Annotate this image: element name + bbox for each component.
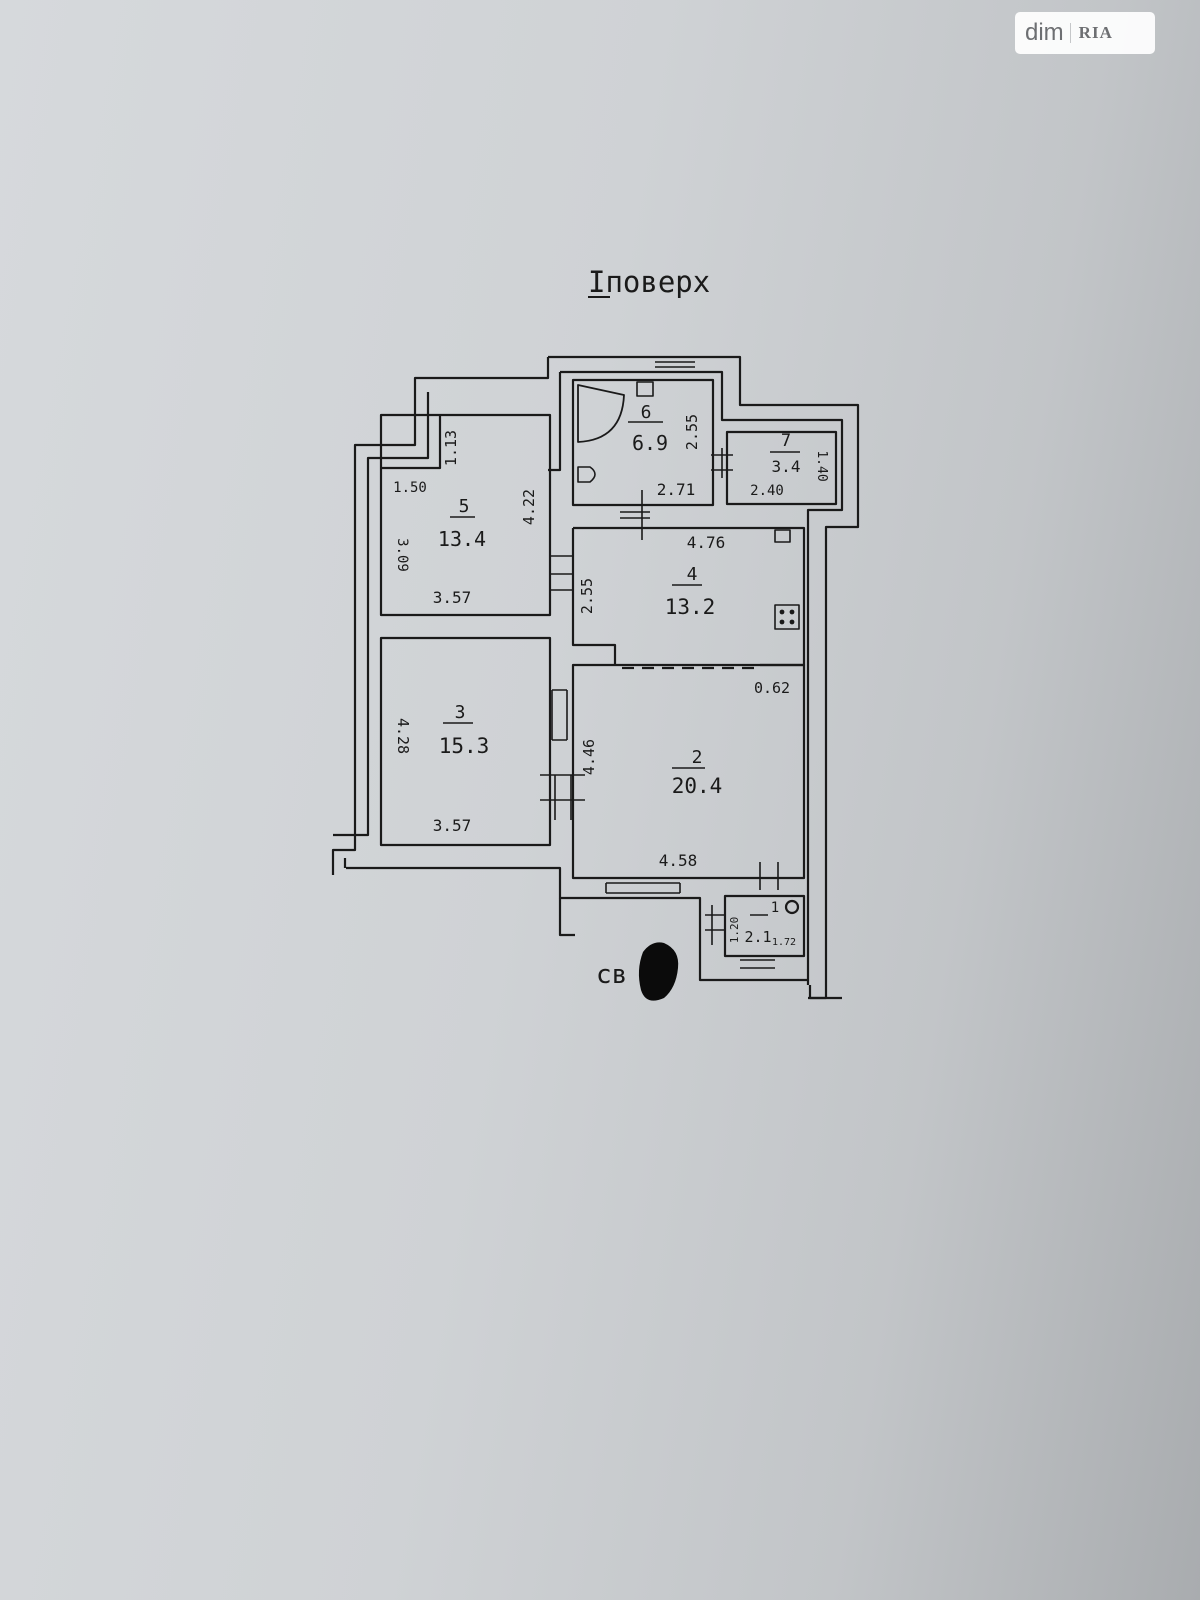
room-2-dim-width: 4.58	[659, 851, 698, 870]
room-6-number: 6	[641, 402, 652, 423]
room-2-area: 20.4	[672, 774, 723, 798]
orientation-mark: св	[596, 960, 627, 990]
sink-icon	[636, 381, 654, 397]
door-3-2	[551, 689, 568, 741]
room-6-area: 6.9	[632, 431, 668, 455]
stove-icon	[774, 604, 800, 630]
room-5-dim-right: 4.22	[520, 489, 538, 525]
room-3-area: 15.3	[439, 734, 490, 758]
outer-wall-bottom	[346, 866, 808, 982]
door-2-1	[759, 862, 779, 890]
window-bottom-2	[740, 959, 775, 969]
room-4-area: 13.2	[665, 595, 716, 619]
room-6-outline	[571, 378, 715, 507]
floor-title: Іповерх	[588, 265, 710, 299]
room-2-dim-opening: 0.62	[754, 679, 790, 697]
room-5-number: 5	[459, 496, 470, 517]
room-4-dim-height: 2.55	[578, 578, 596, 614]
window-bottom	[605, 882, 681, 894]
outer-wall-left-inner-2	[333, 392, 430, 837]
room-7-dim-height: 1.40	[814, 450, 829, 481]
watermark-brand: dim	[1025, 19, 1064, 46]
door-6-4	[620, 490, 650, 540]
room-5-dim-bottom: 3.57	[433, 588, 472, 607]
outer-wall	[548, 355, 860, 1000]
door-5-4	[550, 555, 572, 591]
door-3-2-b	[540, 774, 585, 820]
room-3-outline	[379, 636, 552, 847]
stove-burners	[779, 609, 795, 625]
room-6-dim-width: 2.71	[657, 480, 696, 499]
room-2-dim-height: 4.46	[580, 739, 598, 775]
window-top	[655, 361, 695, 368]
outer-wall-bottom-2	[558, 898, 575, 937]
kitchen-sink-icon	[774, 529, 791, 543]
shower-icon	[577, 384, 625, 443]
room-6-dim-height: 2.55	[683, 414, 701, 450]
room-5-dim-top: 1.50	[393, 480, 427, 496]
door-7	[711, 448, 733, 478]
watermark-ria-logo: RIA	[1069, 23, 1113, 43]
room-4-number: 4	[687, 564, 698, 585]
outer-wall-left-inner	[548, 372, 562, 472]
room-7-number: 7	[781, 431, 791, 451]
room-7-area: 3.4	[772, 457, 801, 476]
room-7-dim-width: 2.40	[750, 483, 784, 499]
room-3-dim-height: 4.28	[394, 718, 412, 754]
dim-ria-watermark: dim RIA	[1015, 12, 1155, 54]
room-1-dim-width: 1.72	[772, 937, 796, 948]
room-3-number: 3	[455, 702, 466, 723]
toilet-icon	[577, 466, 596, 483]
room-4-dim-width: 4.76	[687, 533, 726, 552]
room-5-outline	[379, 413, 552, 617]
room-5-dim-notch: 1.13	[442, 430, 460, 466]
room-5-area: 13.4	[438, 527, 486, 551]
room-1-number: 1	[771, 900, 779, 916]
room-3-dim-width: 3.57	[433, 816, 472, 835]
room-5-dim-left: 3.09	[394, 538, 410, 572]
boiler-icon	[784, 899, 800, 915]
redaction-mark	[638, 942, 679, 1001]
room-2-outline	[571, 663, 806, 880]
outer-wall-inner	[560, 370, 844, 985]
room-2-number: 2	[692, 747, 703, 768]
room-7-outline	[725, 430, 838, 506]
room-1-dim-height: 1.20	[728, 917, 741, 944]
room-1-area: 2.1	[744, 928, 771, 946]
door-1	[705, 905, 725, 945]
room-1-outline	[723, 894, 806, 958]
outer-wall-left	[331, 357, 550, 875]
